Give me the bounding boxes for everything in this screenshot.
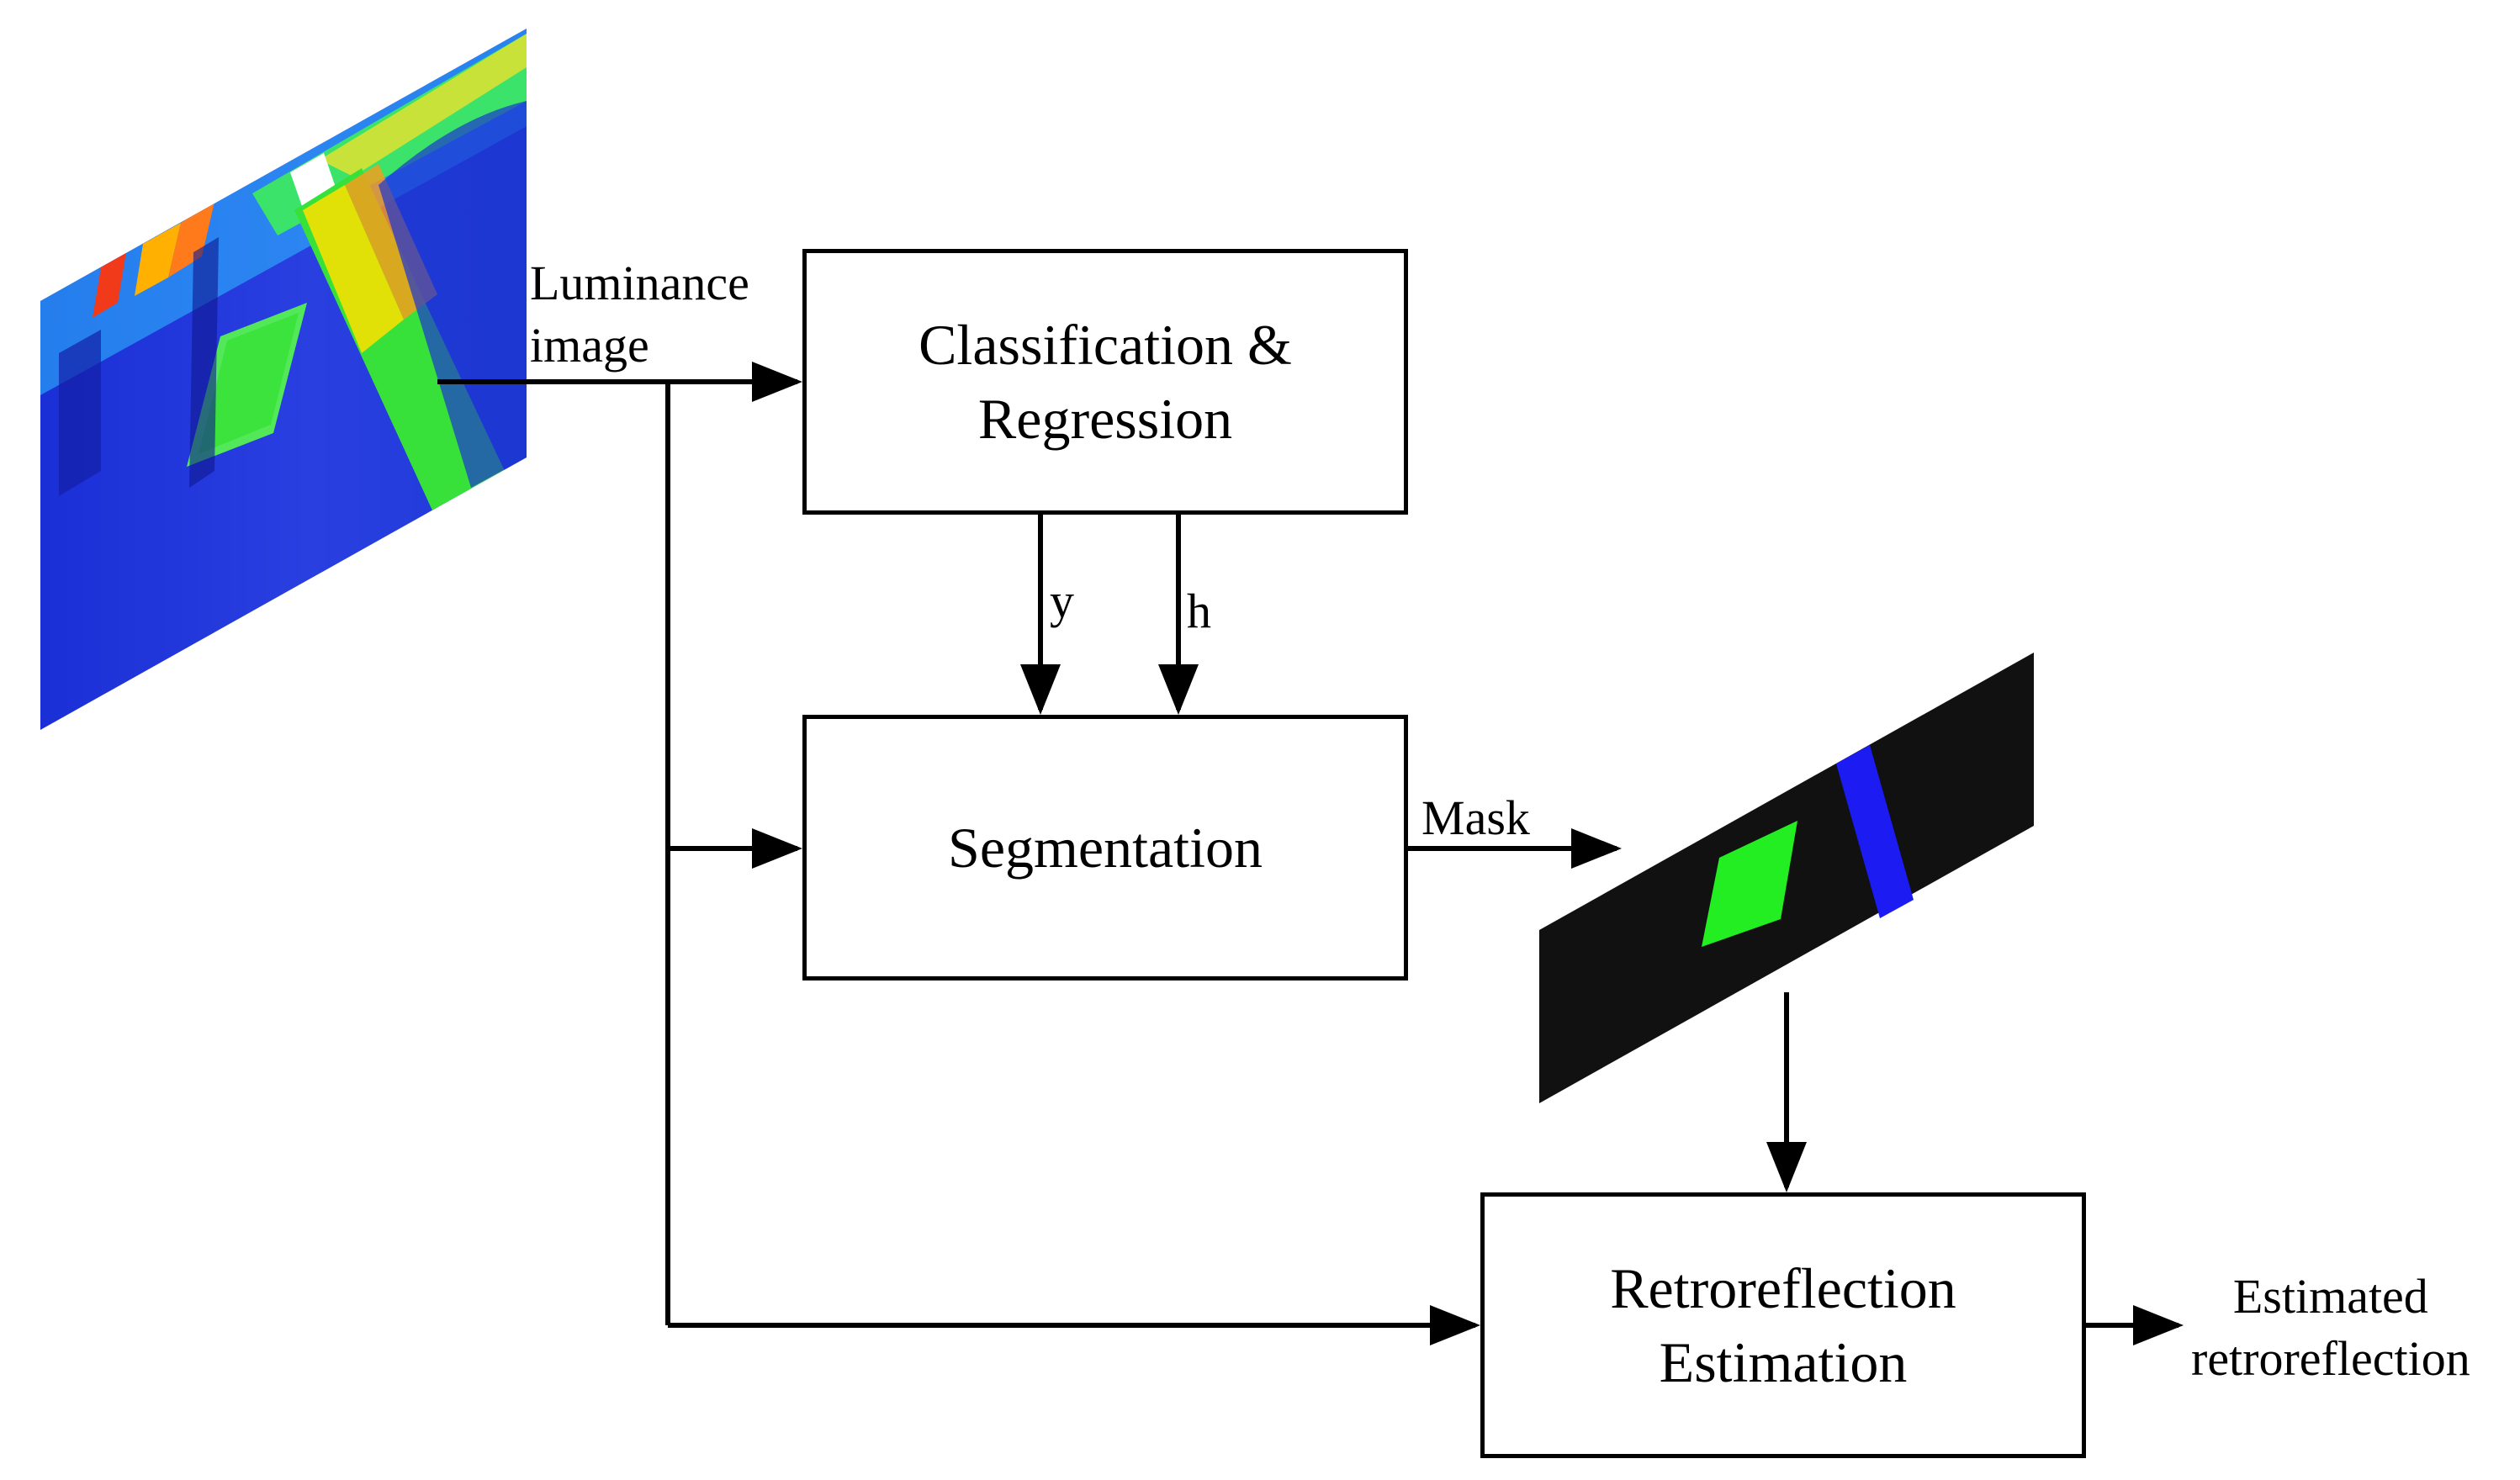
mask-label: Mask [1421, 790, 1530, 845]
output-label-line2: retroreflection [2191, 1331, 2470, 1387]
classification-regression-block: Classification & Regression [802, 249, 1408, 515]
luminance-label-line1: Luminance [530, 256, 749, 310]
output-label-line1: Estimated [2232, 1269, 2428, 1324]
retroreflection-block-line1: Retroreflection [1610, 1255, 1956, 1320]
luminance-label-line2: image [530, 318, 649, 373]
mask-image [1539, 653, 2034, 1103]
connectors [437, 362, 2184, 1345]
y-label: y [1050, 574, 1074, 628]
retroreflection-estimation-block: Retroreflection Estimation [1480, 1192, 2086, 1458]
h-label: h [1187, 584, 1211, 638]
classification-block-line1: Classification & [919, 312, 1292, 377]
luminance-image-label: Luminance image [530, 252, 749, 377]
classification-block-line2: Regression [977, 387, 1233, 451]
segmentation-block: Segmentation [802, 715, 1408, 980]
estimated-retroreflection-label: Estimated retroreflection [2191, 1266, 2470, 1390]
segmentation-block-label: Segmentation [948, 815, 1263, 880]
retroreflection-block-line2: Estimation [1659, 1330, 1908, 1394]
